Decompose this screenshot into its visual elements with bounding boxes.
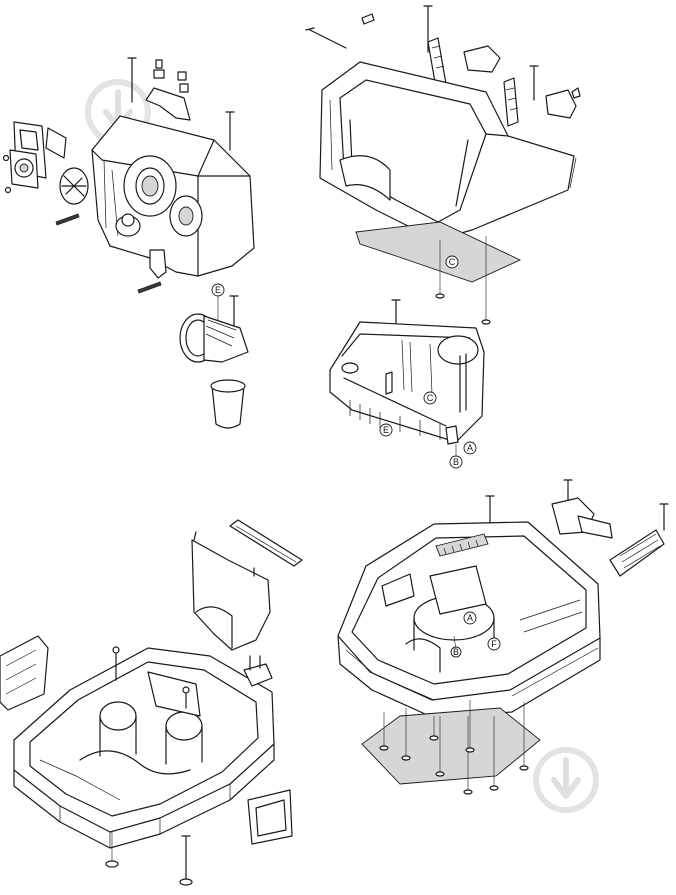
upper-frame-assembly: C (305, 5, 581, 325)
small-bracket (243, 663, 273, 687)
long-bolt (225, 111, 235, 151)
bottom-plate (355, 221, 522, 283)
svg-text:A: A (467, 443, 473, 453)
power-socket (9, 121, 47, 189)
top-grille (435, 533, 489, 557)
callout-F: F (487, 637, 501, 651)
top-bracket (145, 87, 191, 121)
callout-C-2: C (423, 391, 437, 405)
lower-housing-assembly: C E A B (329, 299, 485, 469)
svg-text:E: E (215, 285, 221, 295)
bolt (485, 495, 495, 525)
foot (105, 860, 119, 868)
screw (55, 213, 80, 226)
callout-E-1: E (211, 283, 225, 297)
rotary-knob (59, 167, 89, 205)
cover-bottom-plate (361, 707, 541, 785)
screw (137, 281, 162, 294)
screw-head (2, 154, 10, 162)
front-housing-assembly (2, 57, 255, 294)
svg-text:C: C (449, 257, 456, 267)
clip (545, 89, 577, 119)
callout-B-1: B (449, 455, 463, 469)
callout-E-2: E (379, 423, 393, 437)
callout-B-2: B (450, 646, 462, 658)
side-bracket (0, 635, 49, 711)
top-cover-assembly: A F B (337, 479, 669, 795)
long-screw (305, 27, 347, 49)
side-panel (191, 539, 271, 651)
bolt (659, 503, 669, 531)
callout-C-1: C (445, 255, 459, 269)
svg-text:F: F (491, 639, 497, 649)
screw-head (4, 186, 12, 194)
hose-connector-assembly: E (179, 283, 249, 429)
svg-text:E: E (383, 425, 389, 435)
svg-text:B: B (453, 647, 459, 657)
callout-A-2: A (463, 611, 477, 625)
long-bolt (181, 835, 191, 881)
svg-text:B: B (453, 457, 459, 467)
bolt (529, 65, 539, 101)
cover-plate (45, 127, 67, 159)
screws (249, 655, 261, 671)
callout-A-1: A (463, 441, 477, 455)
watermark-logo-bottom (533, 747, 599, 813)
hinge-arm (503, 77, 519, 127)
base-tray-assembly (0, 519, 303, 886)
clip (463, 45, 501, 73)
long-bolt (127, 57, 137, 103)
svg-text:A: A (467, 613, 473, 623)
svg-text:C: C (427, 393, 434, 403)
